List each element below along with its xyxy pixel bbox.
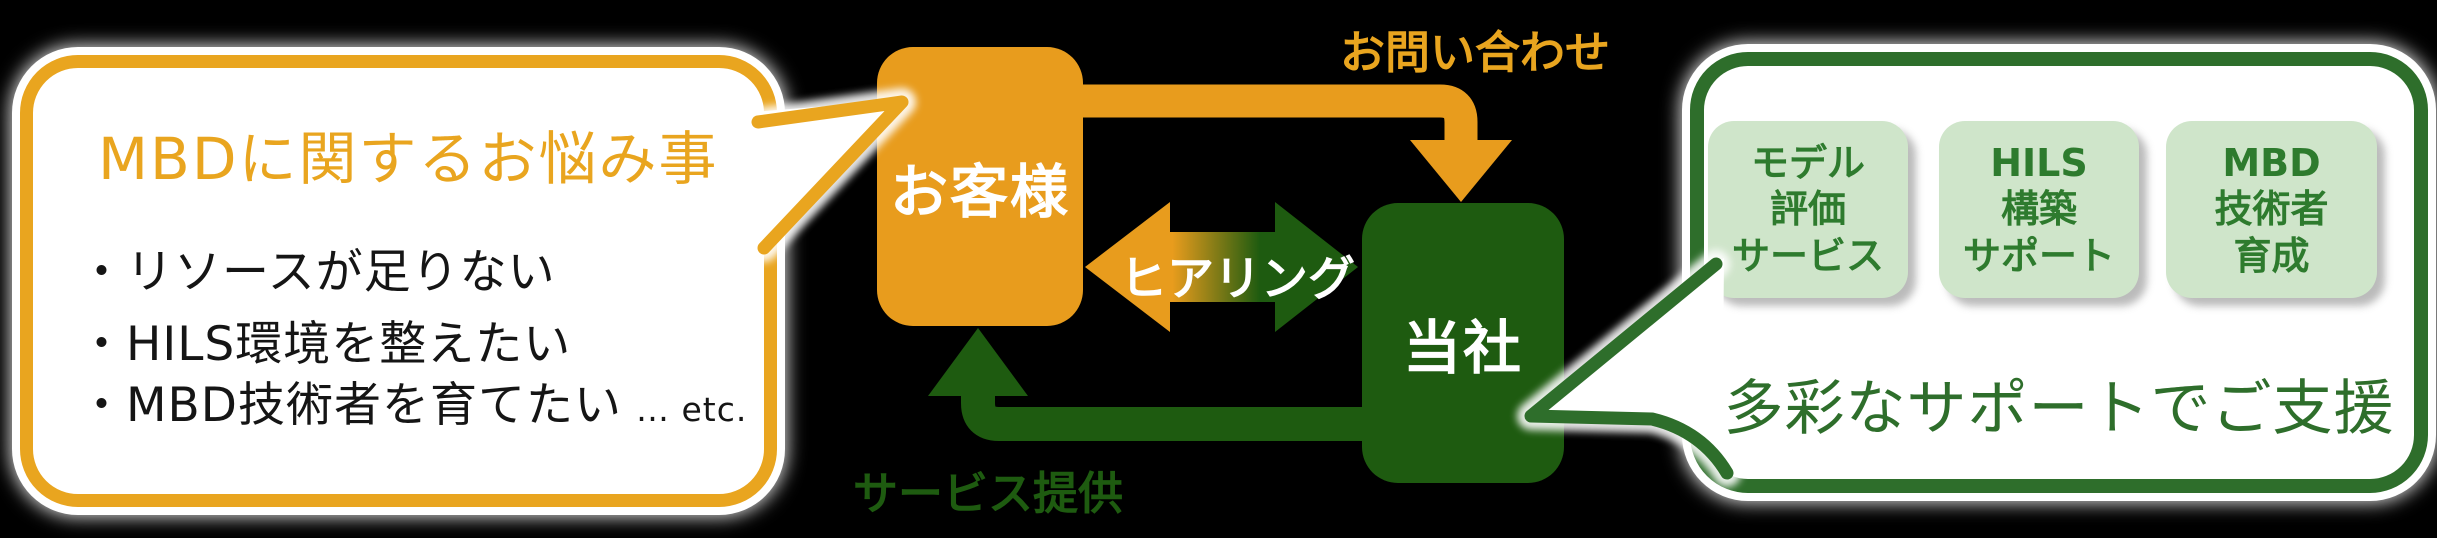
service-arrow-label: サービス提供 xyxy=(853,467,1124,520)
bullet-mbd-engineer-text: ・MBD技術者を育てたい xyxy=(78,378,622,433)
card-line: 育成 xyxy=(2233,233,2310,278)
inquiry-arrow xyxy=(1060,84,1512,202)
hearing-arrow-label: ヒアリング xyxy=(1120,252,1355,307)
bullet-mbd-engineer: ・MBD技術者を育てたい … etc. xyxy=(78,366,747,435)
hearing-double-arrow xyxy=(1085,202,1358,332)
company-box-label: 当社 xyxy=(1402,314,1523,382)
card-line: サポート xyxy=(1962,233,2115,278)
card-line: サービス xyxy=(1731,233,1884,278)
card-line: HILS xyxy=(1990,140,2088,185)
left-bubble-title: MBDに関するお悩み事 xyxy=(98,125,719,193)
card-model-evaluation-service: モデル 評価 サービス xyxy=(1708,121,1908,298)
card-line: 評価 xyxy=(1769,187,1846,232)
inquiry-arrow-label: お問い合わせ xyxy=(1340,26,1611,79)
card-line: モデル xyxy=(1750,140,1865,185)
card-line: 技術者 xyxy=(2214,187,2329,232)
etc-suffix: … etc. xyxy=(636,390,748,429)
company-box: 当社 xyxy=(1362,203,1564,483)
right-bubble-tail xyxy=(1517,250,1741,487)
left-bubble-tail xyxy=(744,88,916,262)
card-line: MBD xyxy=(2222,140,2321,185)
card-mbd-engineer-training: MBD 技術者 育成 xyxy=(2166,121,2377,298)
card-line: 構築 xyxy=(2000,187,2077,232)
support-bubble-caption: 多彩なサポートでご支援 xyxy=(1723,374,2395,444)
bullet-resource: ・リソースが足りない xyxy=(78,245,556,300)
service-arrow xyxy=(928,328,1470,441)
customer-box-label: お客様 xyxy=(889,157,1070,226)
card-hils-build-support: HILS 構築 サポート xyxy=(1939,121,2139,298)
bullet-hils: ・HILS環境を整えたい xyxy=(78,317,572,372)
